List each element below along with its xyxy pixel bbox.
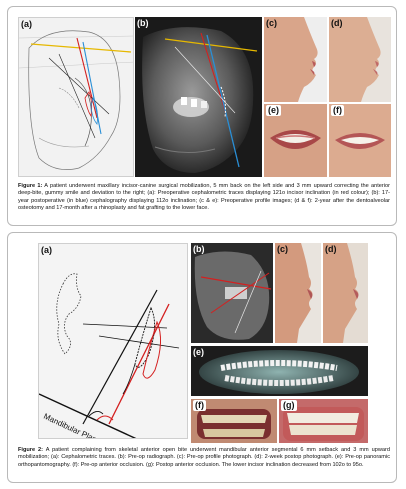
panel-a-label: (a) xyxy=(41,245,52,255)
panel-d-label: (d) xyxy=(325,244,337,254)
figure-1-panel-f-smile-postop: (f) xyxy=(329,104,391,177)
panel-a-label: (a) xyxy=(21,19,32,29)
figure-2-caption-text: A patient complaining from skeletal ante… xyxy=(18,447,390,468)
figure-1-caption: Figure 1: A patient underwent maxillary … xyxy=(18,183,390,212)
tracing-2a-drawing: Mandibular Plane xyxy=(39,273,180,439)
figure-2-panel-d-profile-postop: (d) xyxy=(323,243,368,343)
smile-f-drawing xyxy=(335,133,385,149)
panel-c-label: (c) xyxy=(266,18,277,28)
panel-d-label: (d) xyxy=(331,18,343,28)
panel-g-label: (g) xyxy=(281,400,297,411)
figure-1-caption-label: Figure 1: xyxy=(18,183,43,189)
panel-f-label: (f) xyxy=(193,400,206,411)
panoramic-e-drawing xyxy=(199,350,359,394)
occlusion-f-drawing xyxy=(197,409,271,439)
figure-2-panel-g-occlusion-postop: (g) xyxy=(279,399,368,443)
profile-2c-drawing xyxy=(275,243,321,343)
profile-c-drawing xyxy=(264,17,318,102)
occlusion-g-drawing xyxy=(283,407,364,441)
panel-b-label: (b) xyxy=(193,244,205,254)
figure-2-caption: Figure 2: A patient complaining from ske… xyxy=(18,447,390,469)
figure-1-panel-b-radiograph: (b) xyxy=(135,17,262,177)
figure-2-panel-c-profile-preop: (c) xyxy=(275,243,321,343)
figure-2-panel-b-radiograph: (b) xyxy=(191,243,273,343)
profile-2d-drawing xyxy=(323,243,368,343)
figure-1-panel-c-profile-preop: (c) xyxy=(264,17,327,102)
figure-2-panel-a-tracing: (a) Mandibular Plane xyxy=(38,243,188,439)
figure-2-panel-e-panoramic: (e) xyxy=(191,346,368,396)
smile-e-drawing xyxy=(270,130,321,149)
figure-2: (a) Mandibular Plane (b) xyxy=(7,232,397,483)
figure-1-caption-text: A patient underwent maxillary incisor-ca… xyxy=(18,183,391,211)
figure-1-panel-a-tracing: (a) xyxy=(18,17,134,177)
tracing-a-drawing xyxy=(19,30,133,170)
panel-f-label: (f) xyxy=(331,105,344,116)
figure-2-caption-label: Figure 2: xyxy=(18,447,44,453)
figure-2-panel-f-occlusion-preop: (f) xyxy=(191,399,277,443)
radiograph-2b-drawing xyxy=(194,251,272,340)
radiograph-b-drawing xyxy=(142,27,258,174)
figure-1: (a) (b) xyxy=(7,6,397,226)
panel-e-label: (e) xyxy=(193,347,204,357)
figure-1-panel-d-profile-postop: (d) xyxy=(329,17,391,102)
profile-d-drawing xyxy=(329,17,381,102)
mandibular-plane-label: Mandibular Plane xyxy=(42,412,103,439)
panel-c-label: (c) xyxy=(277,244,288,254)
panel-e-label: (e) xyxy=(266,105,281,116)
figure-1-panel-e-smile-preop: (e) xyxy=(264,104,327,177)
panel-b-label: (b) xyxy=(137,18,149,28)
